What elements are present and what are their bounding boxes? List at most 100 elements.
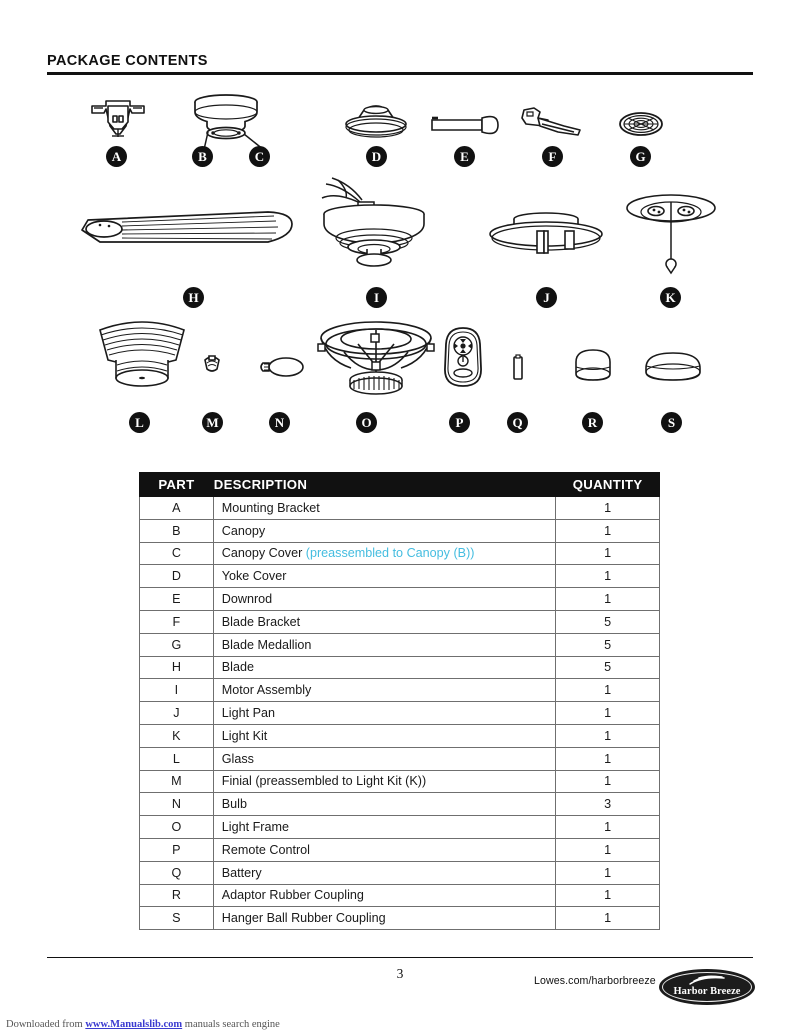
cell-quantity: 1 xyxy=(555,769,660,794)
description-text: Hanger Ball Rubber Coupling xyxy=(221,911,386,926)
canopy-illustration xyxy=(176,94,276,146)
cell-description: Glass xyxy=(212,746,557,771)
blade-illustration xyxy=(78,208,296,252)
description-text: Battery xyxy=(221,865,262,880)
description-text: Glass xyxy=(221,751,254,766)
description-text: Yoke Cover xyxy=(221,569,287,584)
heading-rule xyxy=(47,72,753,75)
mounting-bracket-illustration xyxy=(86,96,150,144)
cell-part: F xyxy=(139,609,214,634)
description-text: Canopy xyxy=(221,523,266,538)
cell-part: A xyxy=(139,496,214,520)
watermark-prefix: Downloaded from xyxy=(6,1019,86,1030)
cell-quantity: 5 xyxy=(555,609,660,634)
package-contents-table: PART DESCRIPTION QUANTITY A Mounting Brac… xyxy=(139,472,660,931)
cell-description: Blade Bracket xyxy=(212,609,557,634)
cell-part: C xyxy=(139,541,214,566)
badge-I: I xyxy=(366,287,387,308)
badge-N: N xyxy=(269,412,290,433)
cell-quantity: 5 xyxy=(555,655,660,680)
column-header-part: PART xyxy=(139,472,214,497)
cell-part: L xyxy=(139,746,214,771)
page-number: 3 xyxy=(396,966,404,981)
footer-divider xyxy=(47,957,753,959)
cell-quantity: 1 xyxy=(555,587,660,611)
badge-K: K xyxy=(660,287,681,308)
badge-S: S xyxy=(661,412,682,433)
description-text: Downrod xyxy=(221,592,273,607)
cell-part: G xyxy=(139,632,214,657)
badge-L: L xyxy=(129,412,150,433)
badge-C: C xyxy=(249,146,270,167)
badge-D: D xyxy=(366,146,387,167)
badge-H: H xyxy=(183,287,204,308)
cell-description: Bulb xyxy=(212,792,557,817)
table-header: PART DESCRIPTION QUANTITY xyxy=(139,472,660,497)
finial-illustration xyxy=(200,354,224,376)
cell-part: M xyxy=(139,769,214,794)
manualslib-link[interactable]: www.Manualslib.com xyxy=(85,1019,183,1030)
lowes-url: Lowes.com/harborbreeze xyxy=(534,975,656,987)
badge-O: O xyxy=(356,412,377,433)
cell-quantity: 1 xyxy=(555,701,660,725)
description-text: Blade Bracket xyxy=(221,614,301,629)
cell-quantity: 1 xyxy=(555,541,660,566)
hanger-ball-rubber-coupling-illustration xyxy=(642,350,704,384)
badge-P: P xyxy=(449,412,470,433)
cell-quantity: 1 xyxy=(555,860,660,885)
cell-part: K xyxy=(139,723,214,748)
parts-illustration-area: A B C xyxy=(0,84,800,444)
logo-ring xyxy=(662,972,752,1002)
cell-part: I xyxy=(139,678,214,703)
cell-part: H xyxy=(139,655,214,680)
cell-part: P xyxy=(139,837,214,862)
cell-description: Canopy Cover (preassembled to Canopy (B)… xyxy=(212,541,557,566)
yoke-cover-illustration xyxy=(340,102,412,144)
cell-quantity: 1 xyxy=(555,906,660,931)
badge-F: F xyxy=(542,146,563,167)
column-header-quantity: QUANTITY xyxy=(555,472,660,497)
cell-description: Light Kit xyxy=(212,723,557,748)
description-text: Mounting Bracket xyxy=(221,500,320,515)
badge-G: G xyxy=(630,146,651,167)
cell-description: Light Frame xyxy=(212,815,557,839)
cell-quantity: 1 xyxy=(555,815,660,839)
badge-J: J xyxy=(536,287,557,308)
cell-quantity: 1 xyxy=(555,746,660,771)
cell-description: Hanger Ball Rubber Coupling xyxy=(212,906,557,931)
cell-part: J xyxy=(139,701,214,725)
badge-E: E xyxy=(454,146,475,167)
cell-part: N xyxy=(139,792,214,817)
manualslib-watermark: Downloaded from www.Manualslib.com manua… xyxy=(6,1019,280,1030)
description-text: Canopy Cover xyxy=(221,546,306,561)
cell-quantity: 1 xyxy=(555,883,660,908)
description-text: Light Pan xyxy=(221,706,275,721)
description-note: (preassembled to Canopy (B)) xyxy=(305,546,475,561)
table-row: L Glass 1 xyxy=(139,746,660,771)
battery-illustration xyxy=(510,354,526,384)
description-text: Light Frame xyxy=(221,820,289,835)
cell-description: Downrod xyxy=(212,587,557,611)
light-kit-illustration xyxy=(624,194,718,276)
table-header-row: PART DESCRIPTION QUANTITY xyxy=(139,472,660,497)
logo-wordmark: Harbor Breeze xyxy=(673,986,741,997)
column-header-description: DESCRIPTION xyxy=(212,472,557,497)
description-text: Bulb xyxy=(221,797,247,812)
badge-B: B xyxy=(192,146,213,167)
motor-assembly-illustration xyxy=(312,176,436,274)
cell-description: Blade Medallion xyxy=(212,632,557,657)
cell-quantity: 1 xyxy=(555,678,660,703)
page-title: PACKAGE CONTENTS xyxy=(47,53,208,69)
